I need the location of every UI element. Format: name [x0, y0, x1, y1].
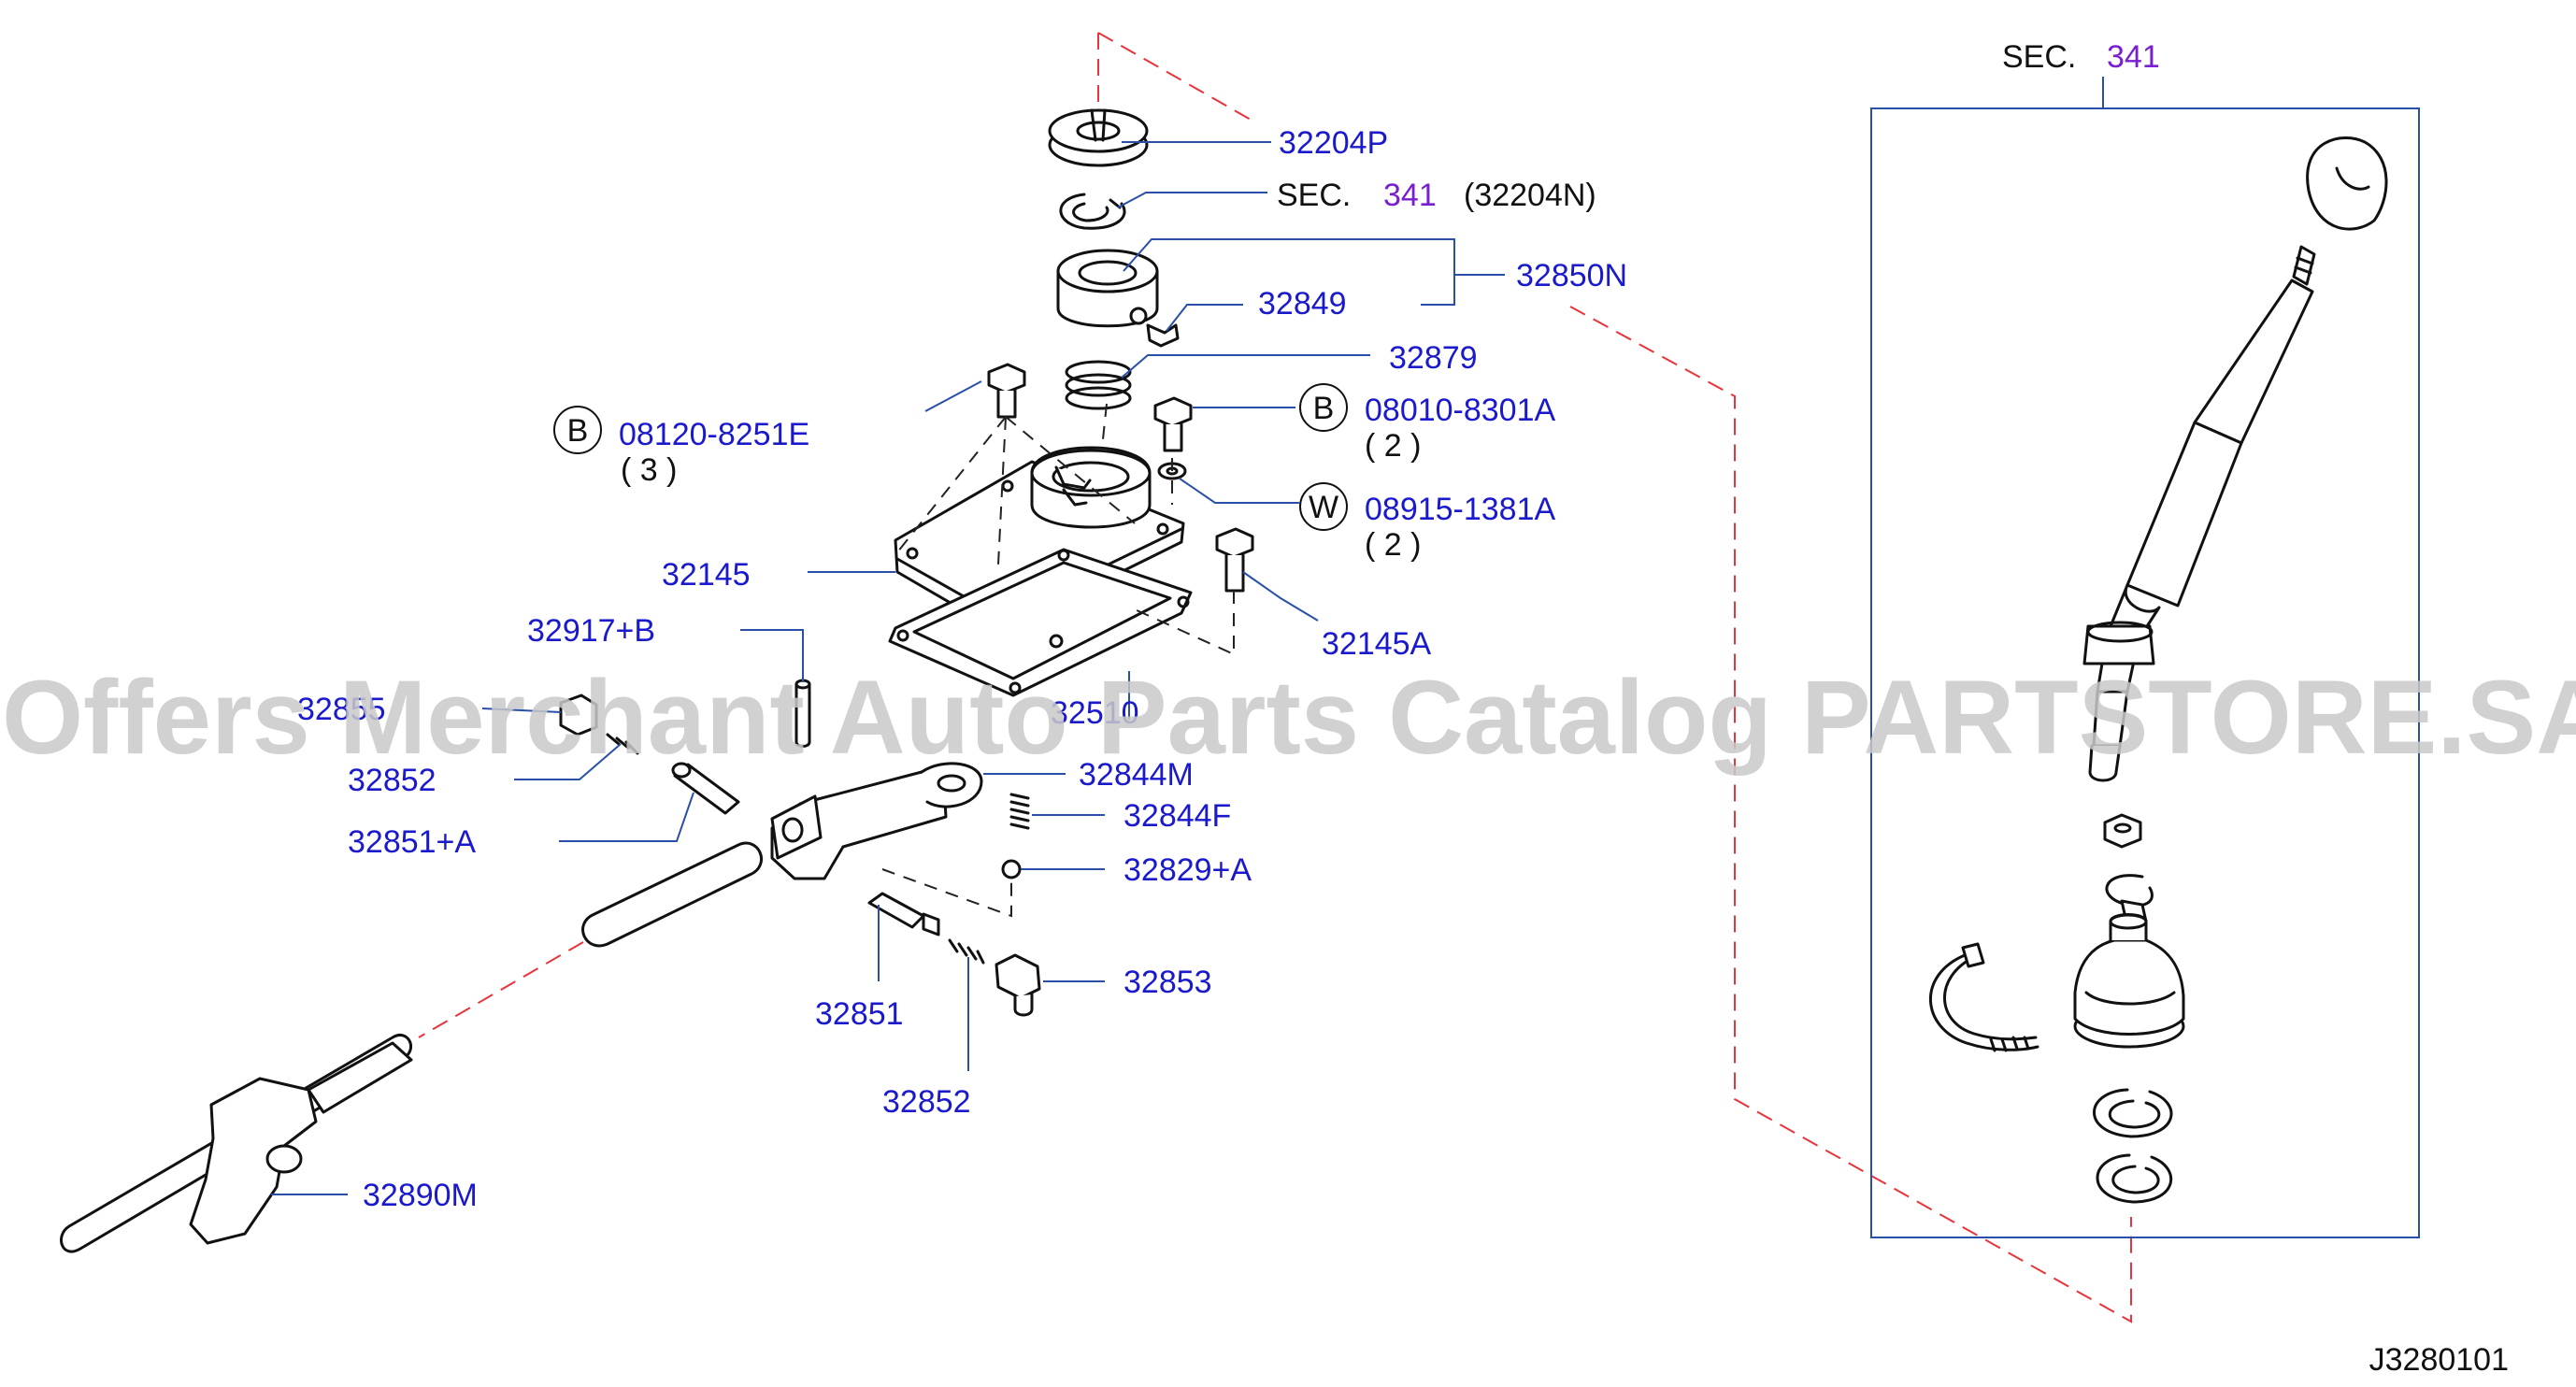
callout-32844m[interactable]: 32844M: [1079, 757, 1194, 793]
pin-32917-drawing: [794, 679, 811, 748]
callout-32852-upper[interactable]: 32852: [348, 763, 436, 798]
callout-08120-8251e[interactable]: 08120-8251E: [619, 417, 809, 452]
boot-drawing: [2073, 913, 2185, 1049]
nut-drawing: [2103, 813, 2142, 849]
callout-32852-lower[interactable]: 32852: [882, 1084, 971, 1120]
shift-rod-drawing: [581, 841, 763, 948]
svg-text:B: B: [567, 413, 589, 449]
callout-08915-1381a[interactable]: 08915-1381A: [1365, 492, 1556, 527]
callout-32853[interactable]: 32853: [1123, 965, 1212, 1000]
callout-32829a[interactable]: 32829+A: [1123, 852, 1252, 888]
callout-32890m[interactable]: 32890M: [363, 1178, 478, 1213]
callout-32917b[interactable]: 32917+B: [527, 613, 655, 649]
callout-32879[interactable]: 32879: [1389, 340, 1478, 376]
washer-32204p-drawing: [1048, 108, 1149, 167]
bolt-icon: [987, 363, 1026, 419]
callout-32510[interactable]: 32510: [1051, 695, 1139, 731]
qty-08010: ( 2 ): [1365, 428, 1421, 464]
badge-w-08915: W: [1299, 482, 1348, 531]
bolt-08010-drawing: [1153, 396, 1193, 452]
callout-32851[interactable]: 32851: [815, 996, 904, 1032]
shift-lever-drawing: [2082, 245, 2316, 782]
section-header-number[interactable]: 341: [2107, 39, 2160, 75]
shift-rod-32890m-drawing: [60, 1034, 413, 1253]
sec-ref-part: (32204N): [1464, 178, 1596, 213]
svg-text:W: W: [1309, 490, 1338, 525]
sec-341-box: [1870, 77, 2420, 1238]
boot-band-drawing: [1928, 942, 2039, 1052]
callout-08010-8301a[interactable]: 08010-8301A: [1365, 393, 1556, 428]
qty-08915: ( 2 ): [1365, 527, 1421, 563]
sec-ref-prefix: SEC.: [1277, 178, 1351, 213]
callout-32145a[interactable]: 32145A: [1322, 626, 1432, 662]
spring-32852-lower-drawing: [948, 938, 985, 965]
badge-b-08010: B: [1299, 383, 1348, 432]
snap-ring-upper-drawing: [2093, 1088, 2173, 1138]
section-header-prefix: SEC.: [2002, 39, 2076, 75]
snap-ring-lower-drawing: [2096, 1153, 2173, 1204]
ball-32829-drawing: [1001, 859, 1022, 879]
lever-32844m-drawing: [770, 762, 983, 880]
alignment-dashes: [893, 403, 1235, 656]
callout-32851a[interactable]: 32851+A: [348, 824, 476, 860]
rod-32851a-drawing: [671, 762, 740, 815]
gasket-32510-drawing: [888, 548, 1193, 697]
bolt-32145a-drawing: [1215, 527, 1254, 593]
diagram-code: J3280101: [2369, 1342, 2509, 1378]
callout-32855[interactable]: 32855: [297, 692, 386, 727]
sec-ref-number[interactable]: 341: [1383, 178, 1437, 213]
snap-ring-icon: [1059, 193, 1126, 230]
spring-32844f-drawing: [1009, 793, 1030, 830]
spring-32879-drawing: [1065, 360, 1132, 410]
plunger-32855-drawing: [559, 694, 598, 736]
svg-text:B: B: [1313, 391, 1335, 426]
plunger-32851-drawing: [867, 892, 940, 937]
callout-32145[interactable]: 32145: [662, 557, 751, 593]
qty-08120: ( 3 ): [621, 452, 677, 488]
callout-32204p[interactable]: 32204P: [1279, 125, 1388, 161]
bushing-32850n-drawing: [1056, 249, 1159, 328]
callout-32849[interactable]: 32849: [1258, 286, 1347, 322]
leader-lines-left: [271, 141, 1505, 1195]
spring-32852-upper-drawing: [606, 733, 639, 755]
plug-32853-drawing: [995, 953, 1041, 1017]
callout-32844f[interactable]: 32844F: [1123, 798, 1231, 834]
shift-knob-icon: [2306, 136, 2388, 231]
badge-b-08120: B: [553, 406, 602, 454]
callout-32850n[interactable]: 32850N: [1516, 258, 1627, 293]
reference-dashes: [418, 32, 2132, 1323]
plunger-alignment-dash: [881, 868, 1012, 918]
pin-32849-drawing: [1146, 323, 1180, 348]
watermark: Offers Merchant Auto Parts Catalog PARTS…: [2, 659, 2576, 776]
